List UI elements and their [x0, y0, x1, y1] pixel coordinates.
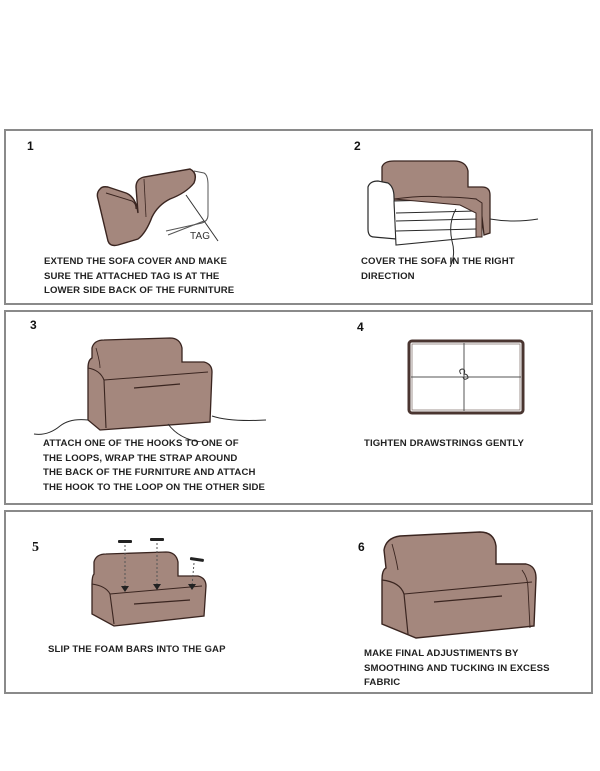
sofa-with-foam-bars-icon — [91, 538, 207, 627]
fully-covered-sofa-icon — [381, 531, 537, 639]
step-2: 2 COVER THE SOFA IN THE RIGHT DIRECTION — [302, 131, 592, 303]
step-5: 5 SLIP THE FOAM BARS INTO THE GAP — [6, 512, 296, 692]
step-4: 4 TIGHTEN DRAWSTRINGS GENTLY — [302, 312, 592, 503]
step-text: COVER THE SOFA IN THE RIGHT DIRECTION — [361, 256, 515, 282]
step-text: ATTACH ONE OF THE HOOKS TO ONE OF THE LO… — [43, 438, 265, 493]
step-1: 1 TAG EXTEND THE SOFA COVER AND MAKE SUR… — [6, 131, 296, 303]
step-number: 3 — [30, 318, 37, 332]
step-text: EXTEND THE SOFA COVER AND MAKE SURE THE … — [44, 256, 235, 296]
step-6: 6 MAKE FINAL ADJUSTIMENTS BY SMOOTHING A… — [302, 512, 592, 692]
drawstring-frame-icon — [407, 339, 525, 415]
step-number: 2 — [354, 139, 361, 153]
step-3: 3 ATTACH ONE OF THE HOOKS TO ONE OF THE … — [6, 312, 296, 503]
folded-sofa-cover-icon — [96, 168, 219, 247]
sofa-partially-covered-icon — [367, 160, 539, 267]
instruction-panel-row-2: 3 ATTACH ONE OF THE HOOKS TO ONE OF THE … — [4, 310, 593, 505]
tag-label-text: TAG — [190, 231, 211, 242]
covered-sofa-with-straps-icon — [33, 337, 267, 442]
step-text: MAKE FINAL ADJUSTIMENTS BY SMOOTHING AND… — [364, 648, 550, 688]
instruction-panel-row-3: 5 SLIP THE FOAM BARS INTO THE GAP 6 MAKE… — [4, 510, 593, 694]
step-text: TIGHTEN DRAWSTRINGS GENTLY — [364, 438, 525, 449]
step-text: SLIP THE FOAM BARS INTO THE GAP — [48, 644, 226, 655]
instruction-panel-row-1: 1 TAG EXTEND THE SOFA COVER AND MAKE SUR… — [4, 129, 593, 305]
step-number: 5 — [32, 540, 39, 555]
step-number: 6 — [358, 540, 365, 554]
step-number: 1 — [27, 139, 34, 153]
step-number: 4 — [357, 320, 364, 334]
